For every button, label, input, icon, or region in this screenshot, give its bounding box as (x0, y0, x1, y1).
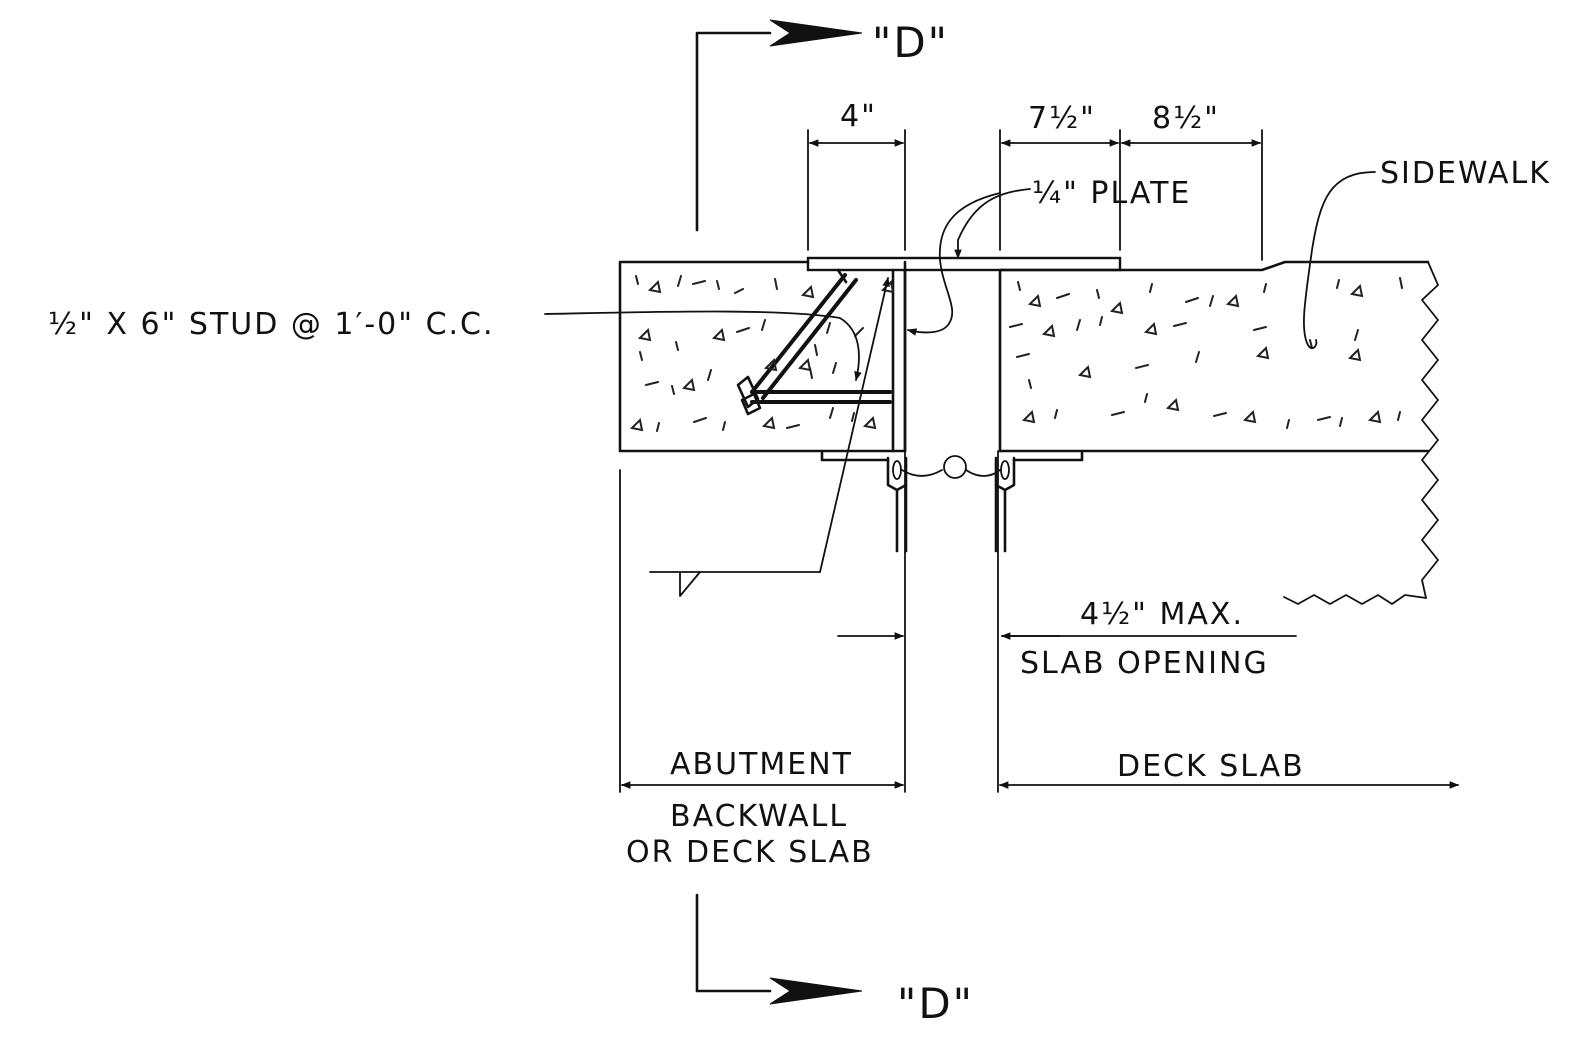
abutment-label: ABUTMENT (670, 747, 853, 782)
dim-label-7-half: 7½" (1028, 101, 1096, 136)
anchor-studs (736, 268, 892, 416)
dimension-abutment: ABUTMENT BACKWALL OR DECK SLAB (620, 747, 905, 870)
section-label-bottom: "D" (897, 979, 974, 1028)
concrete-hatch-deck (1009, 277, 1403, 429)
stud-label: ½" X 6" STUD @ 1′-0" C.C. (48, 307, 495, 342)
quarter-inch-plate (806, 256, 1122, 453)
dim-label-4in: 4" (840, 99, 877, 134)
extension-lines (619, 450, 999, 793)
sidewalk-leader: SIDEWALK (1303, 156, 1551, 349)
slab-opening-label: SLAB OPENING (1020, 646, 1269, 681)
dim-label-8-half: 8½" (1152, 101, 1220, 136)
abutment-slab (618, 260, 907, 453)
concrete-hatch-abutment (629, 275, 895, 432)
joint-seal-assembly (820, 451, 1084, 553)
plate-label: ¼" PLATE (1032, 176, 1191, 211)
section-cut-bottom: "D" (695, 893, 974, 1028)
weld-symbol-leader (649, 276, 890, 597)
stud-leader: ½" X 6" STUD @ 1′-0" C.C. (48, 307, 862, 382)
dimension-deck-slab: DECK SLAB (998, 749, 1460, 789)
section-label-top: "D" (872, 18, 949, 67)
backwall-label-line1: BACKWALL (670, 799, 848, 834)
deck-slab (998, 260, 1439, 605)
deck-slab-label: DECK SLAB (1117, 749, 1305, 784)
dimension-plate-leg: 4" (807, 99, 906, 251)
dimension-deck-plate: 7½" 8½" (999, 101, 1263, 261)
dimension-slab-opening: 4½" MAX. SLAB OPENING (837, 597, 1297, 681)
slab-opening-max-label: 4½" MAX. (1080, 597, 1244, 632)
section-cut-top: "D" (695, 18, 949, 232)
backwall-label-line2: OR DECK SLAB (626, 835, 874, 870)
sidewalk-label: SIDEWALK (1380, 156, 1551, 191)
plate-leader: ¼" PLATE (906, 176, 1191, 336)
